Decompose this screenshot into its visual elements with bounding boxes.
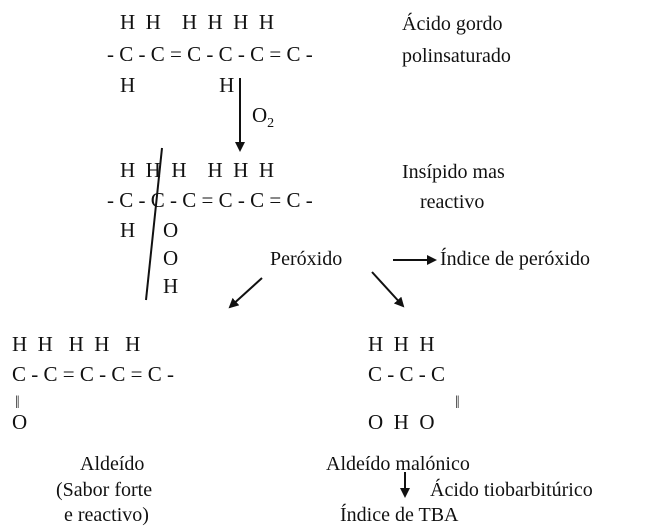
fatty-acid-hydrogens-top: H H H H H H (120, 10, 274, 34)
tba-reagent-label: Ácido tiobarbitúrico (430, 479, 593, 501)
malonic-bottom-row: O H O (368, 410, 435, 434)
peroxide-index-text: Índice de peróxido (440, 248, 590, 270)
arrow-to-aldehyde (228, 277, 263, 309)
peroxide-carbon-chain: - C - C - C = C - C = C - (107, 188, 313, 212)
aldehyde-label-line3: e reactivo) (64, 504, 149, 526)
fatty-acid-carbon-chain: - C - C = C - C - C = C - (107, 42, 313, 66)
oxygen-symbol: O (252, 103, 268, 127)
tba-index-label: Índice de TBA (340, 504, 459, 526)
malonic-hydrogens-top: H H H (368, 332, 435, 356)
peroxide-oxygen-1: O (163, 218, 179, 242)
malonic-carbon-chain: C - C - C (368, 362, 446, 386)
peroxide-label-line1: Insípido mas (402, 161, 505, 183)
oxygen-reagent: O2 (252, 103, 274, 136)
peroxide-hydrogens-top: H H H H H H (120, 158, 274, 182)
fatty-acid-label-line2: polinsaturado (402, 45, 511, 67)
aldehyde-label-line1: Aldeído (80, 453, 145, 475)
peroxide-text: Peróxido (270, 248, 343, 270)
peroxide-hydrogen-left: H (120, 218, 136, 242)
aldehyde-label-line2: (Sabor forte (56, 479, 153, 501)
peroxide-oxygen-2: O (163, 246, 179, 270)
aldehyde-double-bond: || (15, 394, 20, 409)
peroxide-hydrogen-end: H (163, 274, 179, 298)
malonic-label: Aldeído malónico (326, 453, 470, 475)
oxygen-subscript: 2 (267, 116, 275, 132)
fatty-acid-label-line1: Ácido gordo (402, 13, 503, 35)
malonic-double-bond: || (455, 394, 460, 409)
cleavage-slash (145, 147, 163, 301)
fatty-acid-hydrogens-bottom: H H (120, 73, 235, 97)
aldehyde-hydrogens-top: H H H H H (12, 332, 141, 356)
peroxide-label-line2: reactivo (420, 191, 485, 213)
aldehyde-oxygen: O (12, 410, 28, 434)
arrow-to-malonic (371, 271, 405, 308)
aldehyde-carbon-chain: C - C = C - C = C - (12, 362, 174, 386)
